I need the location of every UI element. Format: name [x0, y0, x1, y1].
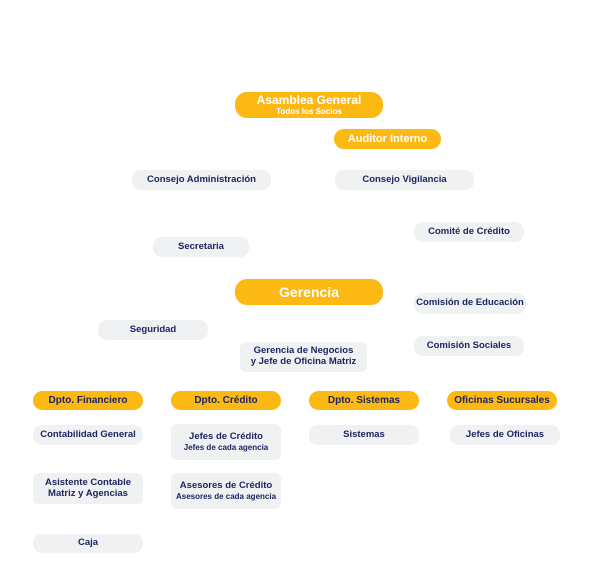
jefes-credito-title: Jefes de Crédito — [189, 430, 263, 442]
gerencia-negocios-line2: y Jefe de Oficina Matriz — [250, 356, 357, 367]
consejo-vigilancia-box: Consejo Vigilancia — [335, 170, 474, 190]
contabilidad-general-box: Contabilidad General — [33, 425, 143, 445]
consejo-administracion-box: Consejo Administración — [132, 170, 271, 190]
oficinas-sucursales-label: Oficinas Sucursales — [454, 394, 550, 406]
secretaria-box: Secretaria — [153, 237, 249, 257]
dpto-sistemas-box: Dpto. Sistemas — [309, 391, 419, 410]
comision-sociales-label: Comisión Sociales — [426, 339, 512, 351]
asesores-credito-box: Asesores de Crédito Asesores de cada age… — [171, 473, 281, 509]
secretaria-label: Secretaria — [178, 240, 224, 252]
asamblea-general-box: Asamblea General Todos los Socios — [235, 92, 383, 118]
asesores-credito-title: Asesores de Crédito — [179, 479, 273, 491]
gerencia-negocios-line1: Gerencia de Negocios — [253, 345, 354, 357]
jefes-oficinas-label: Jefes de Oficinas — [465, 428, 545, 440]
sistemas-label: Sistemas — [343, 428, 385, 440]
dpto-financiero-box: Dpto. Financiero — [33, 391, 143, 410]
jefes-credito-box: Jefes de Crédito Jefes de cada agencia — [171, 424, 281, 460]
consejo-vigilancia-label: Consejo Vigilancia — [362, 173, 447, 185]
oficinas-sucursales-box: Oficinas Sucursales — [447, 391, 557, 410]
asistente-contable-line2: Matriz y Agencias — [48, 487, 128, 499]
consejo-administracion-label: Consejo Administración — [147, 173, 256, 185]
gerencia-box: Gerencia — [235, 279, 383, 305]
dpto-financiero-label: Dpto. Financiero — [48, 394, 128, 406]
jefes-oficinas-box: Jefes de Oficinas — [450, 425, 560, 445]
jefes-credito-subtitle: Jefes de cada agencia — [183, 442, 269, 452]
auditor-interno-label: Auditor Interno — [347, 132, 428, 145]
auditor-interno-box: Auditor Interno — [334, 129, 441, 149]
dpto-credito-label: Dpto. Crédito — [194, 394, 258, 406]
comision-educacion-box: Comisión de Educación — [414, 293, 526, 314]
asesores-credito-subtitle: Asesores de cada agencia — [175, 491, 277, 501]
contabilidad-general-label: Contabilidad General — [40, 428, 136, 440]
comite-credito-box: Comité de Crédito — [414, 222, 524, 242]
caja-box: Caja — [33, 534, 143, 553]
comite-credito-label: Comité de Crédito — [428, 225, 510, 237]
gerencia-label: Gerencia — [279, 283, 339, 300]
asamblea-general-title: Asamblea General — [256, 92, 362, 107]
gerencia-negocios-box: Gerencia de Negocios y Jefe de Oficina M… — [240, 342, 367, 372]
comision-educacion-label: Comisión de Educación — [416, 297, 524, 309]
seguridad-box: Seguridad — [98, 320, 208, 340]
asamblea-general-subtitle: Todos los Socios — [276, 107, 342, 117]
caja-label: Caja — [77, 537, 99, 549]
asistente-contable-box: Asistente Contable Matriz y Agencias — [33, 473, 143, 504]
comision-sociales-box: Comisión Sociales — [414, 336, 524, 356]
dpto-sistemas-label: Dpto. Sistemas — [327, 394, 401, 406]
seguridad-label: Seguridad — [129, 323, 177, 335]
sistemas-box: Sistemas — [309, 425, 419, 445]
dpto-credito-box: Dpto. Crédito — [171, 391, 281, 410]
asistente-contable-line1: Asistente Contable — [44, 476, 132, 488]
